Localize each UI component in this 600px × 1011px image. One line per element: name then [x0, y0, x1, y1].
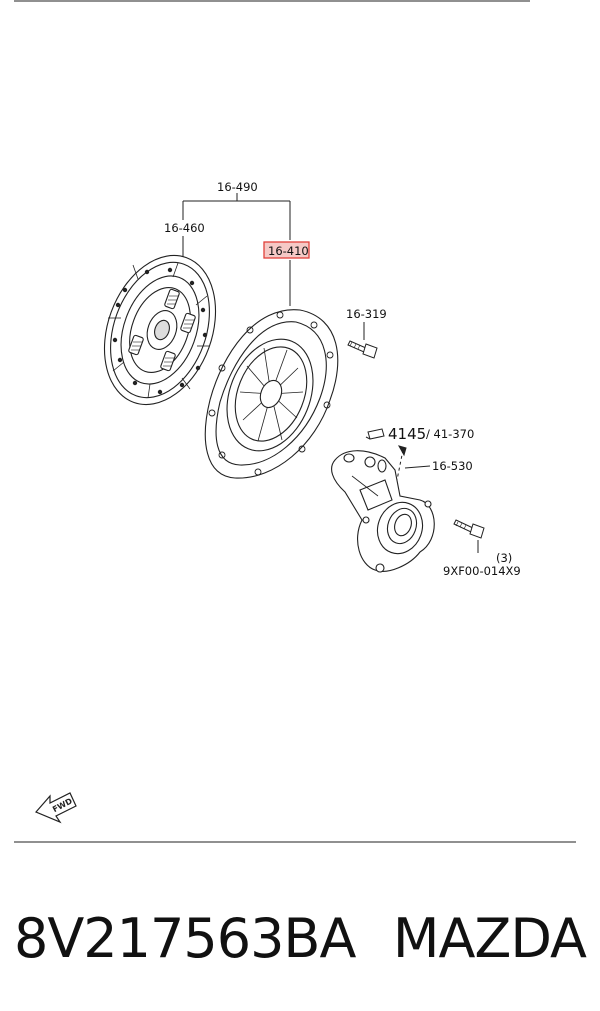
parts-diagram: 16-490 16-460 16-410: [14, 0, 576, 843]
clutch-cover: [204, 309, 339, 479]
release-cylinder: [331, 450, 435, 573]
ref-arrow: [394, 445, 407, 491]
clutch-disc: [103, 254, 217, 406]
highlight-box: [263, 241, 310, 259]
part-number: 8V217563BA: [14, 906, 356, 970]
assembly-bracket: [182, 193, 291, 306]
callout-16-460: 16-460: [164, 221, 205, 235]
ref-number: 4145: [388, 425, 426, 443]
bolt-quantity: (3): [496, 551, 512, 565]
reference-icon: [365, 428, 385, 440]
callout-16-319: 16-319: [346, 307, 387, 321]
ref-suffix: / 41-370: [426, 427, 474, 441]
brand-name: MAZDA: [392, 906, 587, 970]
part-code-row: 8V217563BA MAZDA: [0, 898, 600, 978]
cylinder-bolt: [453, 519, 485, 539]
callout-16-410[interactable]: 16-410: [268, 244, 309, 258]
cover-bolt: [347, 340, 378, 359]
fwd-arrow-icon: [34, 792, 77, 824]
callout-16-490: 16-490: [217, 180, 258, 194]
callout-16-530: 16-530: [432, 459, 473, 473]
callout-9xf00-014x9: 9XF00-014X9: [443, 564, 521, 578]
release-leader: [404, 465, 431, 469]
